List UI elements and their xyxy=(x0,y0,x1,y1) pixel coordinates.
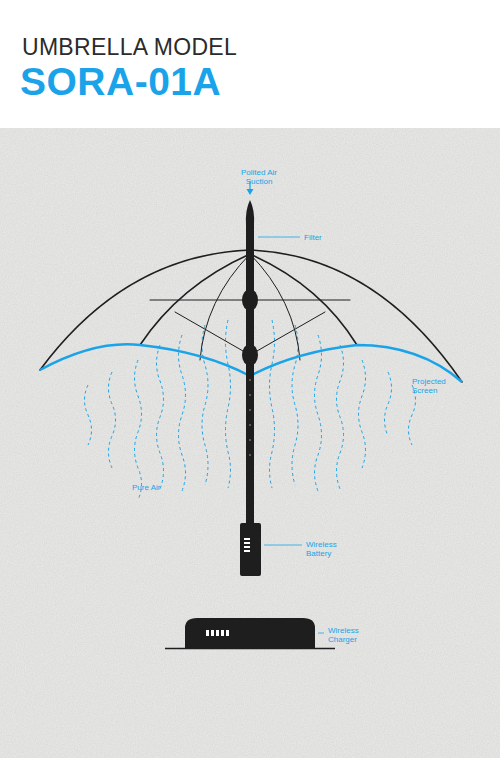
paper-background xyxy=(0,128,500,758)
battery-indicator xyxy=(244,538,250,552)
leader-line xyxy=(318,633,324,634)
part-label: Filter xyxy=(304,233,322,242)
notch xyxy=(242,344,258,366)
runner xyxy=(242,289,258,311)
battery-handle xyxy=(240,523,261,576)
part-label: Wireless Battery xyxy=(306,540,352,558)
model-name: SORA-01A xyxy=(20,60,221,104)
title: UMBRELLA MODEL xyxy=(22,34,237,60)
filter-tip xyxy=(246,200,254,250)
suction-arrowhead xyxy=(247,189,254,195)
part-label: Projected Screen xyxy=(412,377,460,395)
part-label: Wireless Charger xyxy=(328,626,374,644)
leader-line xyxy=(258,237,300,238)
shaft-dots xyxy=(249,379,251,456)
leader-line xyxy=(264,545,302,546)
paper-texture xyxy=(0,128,500,758)
wireless-charger xyxy=(185,618,315,648)
ground-line xyxy=(165,648,335,650)
part-label: Polited Air Suction xyxy=(233,168,285,186)
charger-indicator xyxy=(206,630,229,636)
part-label: Pure Air xyxy=(132,483,160,492)
